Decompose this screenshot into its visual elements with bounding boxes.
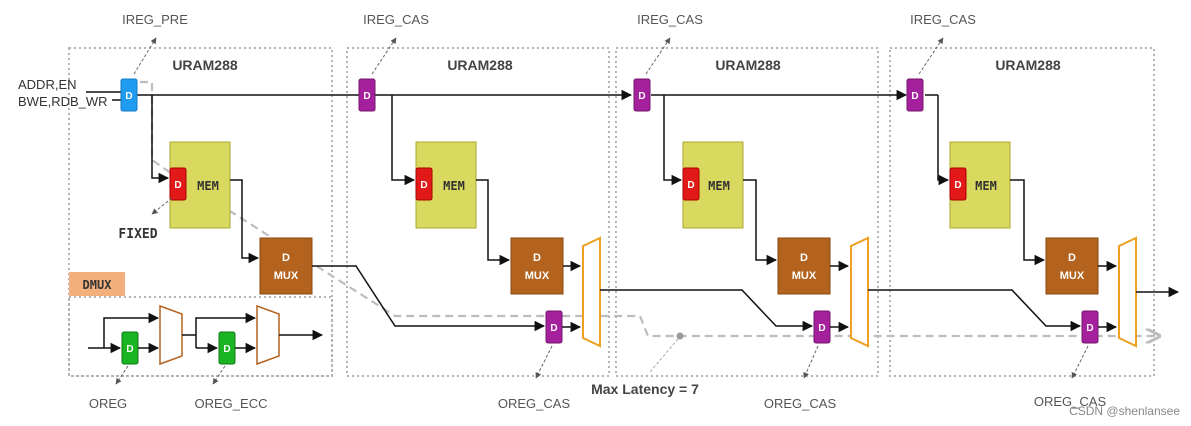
block-2-mem-feed — [391, 95, 416, 186]
watermark: CSDN @shenlansee — [1069, 404, 1180, 418]
latency-path — [140, 80, 1158, 336]
input-label-bwe-rdb: BWE,RDB_WR — [18, 94, 108, 109]
block-1-out-to-block-2 — [312, 265, 546, 332]
dmux-tag-box — [69, 272, 125, 296]
block-4-mem-d-register — [949, 167, 967, 201]
block-3-mem-label: MEM — [708, 179, 730, 193]
block-2-dmux-line2: MUX — [525, 270, 550, 282]
block-1-title: URAM288 — [172, 57, 238, 73]
ireg-pre-pointer — [133, 37, 157, 75]
block-3-dmux-line2: MUX — [792, 270, 817, 282]
block-1-dmux-line1: D — [282, 252, 290, 264]
block-2-mem-label: MEM — [443, 179, 465, 193]
dmux-sub-mux-2 — [256, 304, 280, 366]
block-3-oreg-letter: D — [818, 323, 825, 334]
block-2-ireg-letter: D — [363, 91, 370, 102]
block-4-output-mux — [1118, 236, 1137, 348]
ireg-cas-label-4: IREG_CAS — [910, 12, 976, 27]
block-2-outline — [346, 47, 610, 377]
ireg-cas-pointer-4 — [918, 37, 944, 75]
block-3-ireg-cas-register — [633, 78, 651, 112]
block-4-oreg-pointer — [1071, 345, 1089, 379]
block-3-output-mux — [850, 236, 869, 348]
block-2-ireg-cas-register — [358, 78, 376, 112]
block-3-title: URAM288 — [715, 57, 781, 73]
block-4-mem-label: MEM — [975, 179, 997, 193]
oreg-label: OREG — [89, 396, 127, 411]
block-1-dmux — [259, 237, 313, 295]
dmux-sub-bypass-2 — [195, 312, 257, 335]
oreg-ecc-pointer — [212, 365, 226, 385]
block-1-mem-d-register — [169, 167, 187, 201]
block-2-out-to-block-3 — [600, 289, 814, 332]
block-1-mem-to-dmux — [230, 179, 260, 264]
block-4-dmux-line2: MUX — [1060, 270, 1085, 282]
block-4-ireg-letter: D — [911, 91, 918, 102]
block-2-mem-d-register — [415, 167, 433, 201]
block-2-dmux-line1: D — [533, 252, 541, 264]
block-3-mem-feed — [663, 95, 683, 186]
block-2-dmux — [510, 237, 564, 295]
ireg-cas-pointer-2 — [371, 37, 397, 75]
block-1-dmux-line2: MUX — [274, 270, 299, 282]
block-3-dmux — [777, 237, 831, 295]
ireg-pre-register — [120, 78, 138, 112]
fixed-label: FIXED — [118, 227, 157, 242]
block-4-mem-to-dmux — [1010, 179, 1046, 266]
block-3-outline — [615, 47, 879, 377]
block-1-mem-label: MEM — [197, 179, 219, 193]
dmux-subblock-outline — [68, 296, 333, 377]
block-2-oreg-pointer — [535, 345, 553, 379]
ireg-pre-register-letter: D — [125, 91, 132, 102]
latency-pointer — [649, 338, 679, 373]
dmux-sub-bypass-1 — [103, 312, 160, 348]
block-3-oreg-pointer — [803, 345, 819, 379]
block-4-mem-d-letter: D — [954, 180, 961, 191]
latency-marker-dot — [676, 332, 684, 340]
block-4-oreg-cas-label: OREG_CAS — [1034, 394, 1107, 409]
block-2-oreg-letter: D — [550, 323, 557, 334]
latency-label: Max Latency = 7 — [591, 381, 699, 397]
block-4-outline — [889, 47, 1155, 377]
block-3-mem-to-dmux — [743, 179, 778, 266]
block-3-mem-d-register — [682, 167, 700, 201]
dmux-tag-label: DMUX — [83, 278, 113, 292]
block-4-dmux — [1045, 237, 1099, 295]
input-label-addr-en: ADDR,EN — [18, 77, 77, 92]
block-4-ireg-cas-register — [906, 78, 924, 112]
oreg-pointer — [115, 365, 129, 385]
oreg-register-letter: D — [126, 344, 133, 355]
fixed-pointer — [151, 197, 173, 215]
ireg-pre-label: IREG_PRE — [122, 12, 188, 27]
block-4-dmux-line1: D — [1068, 252, 1076, 264]
ireg-cas-pointer-3 — [645, 37, 671, 75]
dmux-sub-mux-1 — [159, 304, 183, 366]
block-1-outline — [68, 47, 333, 377]
block-2-output-mux — [582, 236, 601, 348]
block-2-mem-d-letter: D — [420, 180, 427, 191]
oreg-ecc-register-letter: D — [223, 344, 230, 355]
block-2-title: URAM288 — [447, 57, 513, 73]
block-2-mem-to-dmux — [476, 179, 511, 266]
block-4-oreg-letter: D — [1086, 323, 1093, 334]
oreg-ecc-label: OREG_ECC — [195, 396, 268, 411]
block-3-ireg-letter: D — [638, 91, 645, 102]
block-3-out-to-block-4 — [868, 289, 1082, 332]
block-2-oreg-cas-label: OREG_CAS — [498, 396, 571, 411]
block-3-oreg-cas-label: OREG_CAS — [764, 396, 837, 411]
ireg-cas-label-2: IREG_CAS — [363, 12, 429, 27]
block-1-mem-feed — [151, 95, 170, 184]
block-3-mem-d-letter: D — [687, 180, 694, 191]
block-3-dmux-line1: D — [800, 252, 808, 264]
block-1-mem-d-letter: D — [174, 180, 181, 191]
ireg-cas-label-3: IREG_CAS — [637, 12, 703, 27]
block-4-title: URAM288 — [995, 57, 1061, 73]
block-4-mem-feed — [937, 95, 950, 186]
